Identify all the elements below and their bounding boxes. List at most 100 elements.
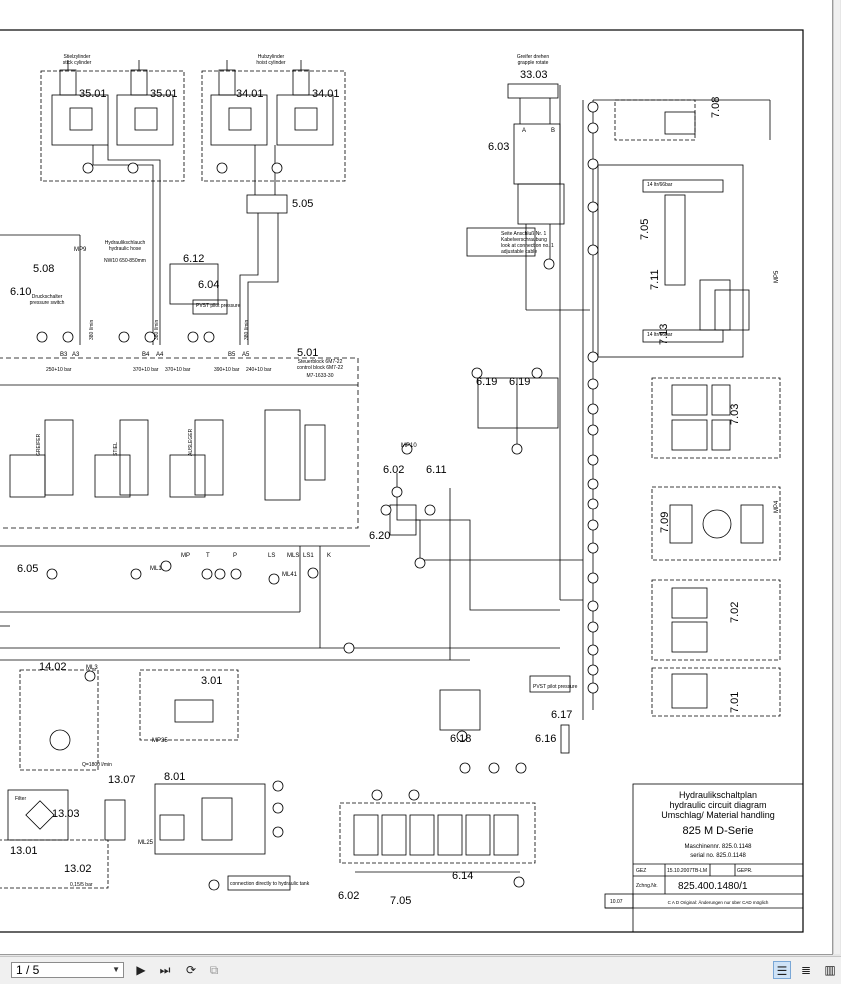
title-en: hydraulic circuit diagram [669, 800, 766, 810]
comp-6-12: 6.12 [183, 253, 204, 265]
port-b4: B4 [142, 352, 150, 358]
comp-7-01: 7.01 [729, 692, 741, 713]
hydraulic-schematic: Stielzylinder stick cylinder Hubzylinder… [0, 29, 804, 933]
flow-setting-2: 380 l/min [154, 319, 160, 340]
single-page-view-icon[interactable]: ☰ [773, 961, 791, 979]
filter-bar: 0,15/5 bar [70, 882, 93, 888]
comp-6-19-b: 6.19 [509, 376, 530, 388]
facing-view-icon[interactable]: ▥ [824, 963, 836, 977]
comp-34-01-b: 34.01 [312, 88, 340, 100]
port-mp35: MP35 [152, 738, 168, 744]
flow-label: Q=1800 l/min [82, 762, 112, 768]
port-a5: A5 [242, 352, 250, 358]
control-block [0, 357, 359, 529]
hose-label-de: Hydraulikschlauch [105, 240, 146, 246]
port-b3: B3 [60, 352, 68, 358]
comp-6-17: 6.17 [551, 709, 572, 721]
chevron-down-icon[interactable]: ▼ [112, 965, 120, 974]
port-t: T [206, 553, 210, 559]
comp-8-01: 8.01 [164, 771, 185, 783]
comp-7-02: 7.02 [729, 602, 741, 623]
title-de: Hydraulikschaltplan [679, 790, 757, 800]
comp-6-10: 6.10 [10, 286, 31, 298]
comp-35-01-b: 35.01 [150, 88, 178, 100]
pressure-setting-top: 14 ltr/66bar [647, 182, 673, 188]
setting-4: 390+10 bar [214, 367, 240, 373]
title-serial-no: serial no. 825.0.1148 [690, 853, 746, 859]
port-b: B [551, 128, 555, 134]
vertical-scrollbar[interactable] [833, 0, 840, 954]
stick-cylinder-label-de: Stielzylinder [64, 54, 91, 60]
port-p: P [233, 553, 237, 559]
title-rev: 10.07 [610, 899, 623, 905]
port-mp9: MP9 [74, 247, 87, 253]
comp-7-05-b: 7.05 [390, 895, 411, 907]
title-gez-label: GEZ [636, 868, 646, 874]
title-model: 825 M D-Serie [683, 825, 754, 837]
comp-5-05: 5.05 [292, 198, 313, 210]
comp-7-08: 7.08 [710, 97, 722, 118]
comp-7-11: 7.11 [649, 269, 661, 290]
port-ml25: ML25 [138, 840, 154, 846]
grapple-label-en: grapple rotate [518, 60, 549, 66]
port-ml1: ML1 [150, 566, 162, 572]
title-footer-note: C A D Original: Änderungen nur über CAD … [668, 899, 769, 905]
comp-33-03: 33.03 [520, 69, 548, 81]
section-greifer: GREIFER [36, 433, 42, 456]
section-ausleger: AUSLEGER [188, 428, 194, 456]
comp-6-05: 6.05 [17, 563, 38, 575]
pressure-setting-bottom: 14 ltr/66bar [647, 332, 673, 338]
hoist-cylinder-box [201, 70, 346, 182]
port-ls: LS [268, 553, 275, 559]
port-ls1: LS1 [303, 553, 314, 559]
grapple-label-de: Greifer drehen [517, 54, 549, 60]
side-note-4: adjustable cable [501, 249, 537, 255]
schematic-page: Stielzylinder stick cylinder Hubzylinder… [0, 0, 833, 955]
stick-cylinder-label-en: stick cylinder [63, 60, 92, 66]
comp-6-04: 6.04 [198, 279, 219, 291]
tank-connection-note: connection directly to hydraulic tank [230, 881, 310, 887]
continuous-view-icon[interactable]: ≣ [800, 963, 812, 977]
comp-13-07: 13.07 [108, 774, 136, 786]
hoist-cylinder-label-de: Hubzylinder [258, 54, 285, 60]
comp-34-01-a: 34.01 [236, 88, 264, 100]
comp-13-03: 13.03 [52, 808, 80, 820]
hose-label-en: hydraulic hose [109, 246, 141, 252]
port-mp10: MP10 [401, 443, 417, 449]
comp-14-02: 14.02 [39, 661, 67, 673]
control-block-number: M7-1633-30 [307, 373, 334, 379]
next-page-icon[interactable]: ▶ [136, 963, 146, 977]
hose-spec: NW10 650-850mm [104, 258, 146, 264]
rotate-icon[interactable]: ⟳ [185, 963, 197, 977]
port-a4: A4 [156, 352, 164, 358]
port-mp: MP [181, 553, 190, 559]
port-b5: B5 [228, 352, 236, 358]
pressure-switch-label-de: Druckschalter [32, 294, 63, 300]
copy-icon[interactable]: ⧉ [209, 963, 219, 977]
title-block [632, 783, 804, 933]
comp-6-16: 6.16 [535, 733, 556, 745]
last-page-icon[interactable]: ⏭ [159, 963, 171, 977]
comp-13-01: 13.01 [10, 845, 38, 857]
setting-3: 370+10 bar [165, 367, 191, 373]
port-ml41: ML41 [282, 572, 298, 578]
pressure-switch-label-en: pressure switch [30, 300, 65, 306]
title-machine-no: Maschinennr. 825.0.1148 [685, 844, 753, 850]
page-number-value: 1 / 5 [16, 963, 40, 977]
comp-7-03: 7.03 [729, 404, 741, 425]
comp-7-09: 7.09 [659, 512, 671, 533]
comp-35-01-a: 35.01 [79, 88, 107, 100]
comp-6-19-a: 6.19 [476, 376, 497, 388]
pilot-pressure-label-1: PVST pilot pressure [196, 303, 241, 309]
title-drawing-no-label: Zchng.Nr. [636, 883, 658, 889]
setting-5: 240+10 bar [246, 367, 272, 373]
comp-6-03: 6.03 [488, 141, 509, 153]
comp-6-02-b: 6.02 [338, 890, 359, 902]
comp-7-13: 7.13 [658, 324, 670, 345]
page-number-select[interactable]: 1 / 5 ▼ [11, 962, 124, 978]
comp-13-02: 13.02 [64, 863, 92, 875]
title-gepr-label: GEPR. [737, 868, 753, 874]
title-date: 15.10.2007 [667, 868, 692, 874]
port-mp4: MP4 [774, 500, 780, 513]
drawing-frame [0, 29, 804, 933]
